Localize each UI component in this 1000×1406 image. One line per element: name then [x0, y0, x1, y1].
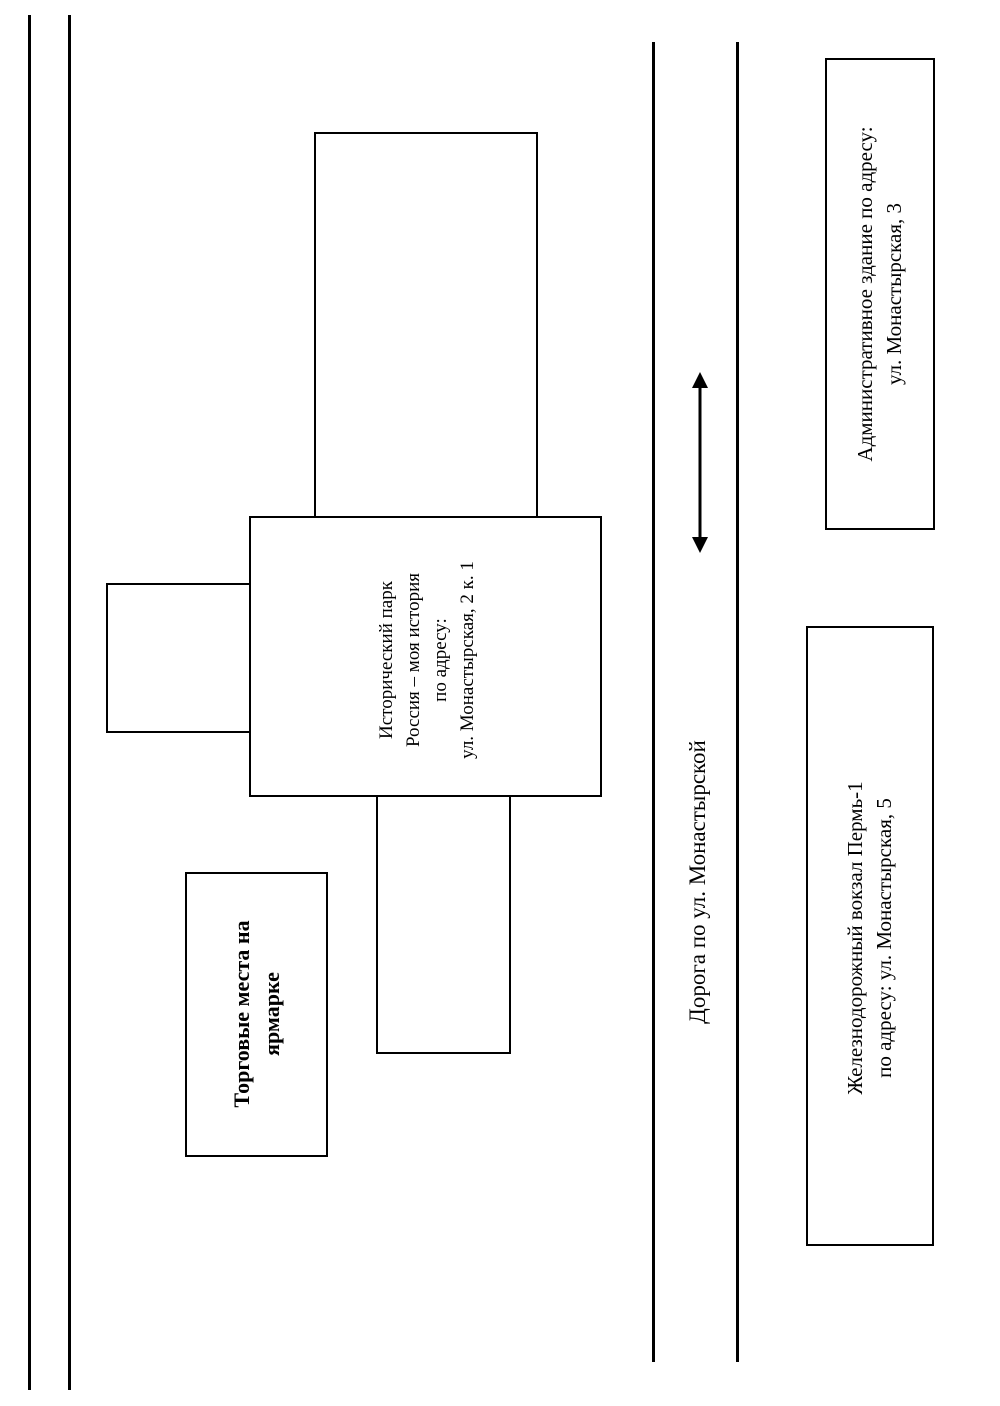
market-label: Торговые места на ярмарке — [227, 920, 287, 1107]
park-wing-top — [314, 132, 538, 522]
market-label-line1: Торговые места на — [229, 920, 254, 1108]
park-label-line1: Исторический парк — [376, 581, 397, 739]
left-border-line-inner — [68, 15, 71, 1390]
admin-building-line2: ул. Монастырская, 3 — [882, 202, 906, 386]
park-label-line3: по адресу: — [430, 618, 451, 702]
road-edge-line-left — [652, 42, 655, 1362]
park-label-line2: Россия – моя история — [403, 572, 424, 748]
road-label: Дорога по ул. Монастырской — [685, 740, 710, 1024]
park-main-building: Исторический парк Россия – моя история п… — [249, 516, 602, 797]
railway-station-line1: Железнодорожный вокзал Пермь-1 — [843, 781, 867, 1095]
railway-station-label: Железнодорожный вокзал Пермь-1 по адресу… — [841, 781, 899, 1094]
market-area: Торговые места на ярмарке — [185, 872, 328, 1157]
railway-station-box: Железнодорожный вокзал Пермь-1 по адресу… — [806, 626, 934, 1246]
admin-building-line1: Административное здание по адресу: — [853, 126, 877, 462]
double-arrow-icon — [692, 372, 708, 553]
park-wing-bottom — [376, 792, 511, 1054]
market-label-line2: ярмарке — [259, 972, 284, 1056]
admin-building-label: Административное здание по адресу: ул. М… — [851, 126, 909, 461]
road-edge-line-right — [736, 42, 739, 1362]
park-label: Исторический парк Россия – моя история п… — [373, 561, 481, 759]
park-label-line4: ул. Монастырская, 2 к. 1 — [457, 561, 478, 759]
park-wing-left — [106, 583, 254, 733]
railway-station-line2: по адресу: ул. Монастырская, 5 — [872, 798, 896, 1078]
admin-building-box: Административное здание по адресу: ул. М… — [825, 58, 935, 530]
left-border-line-outer — [28, 15, 31, 1390]
